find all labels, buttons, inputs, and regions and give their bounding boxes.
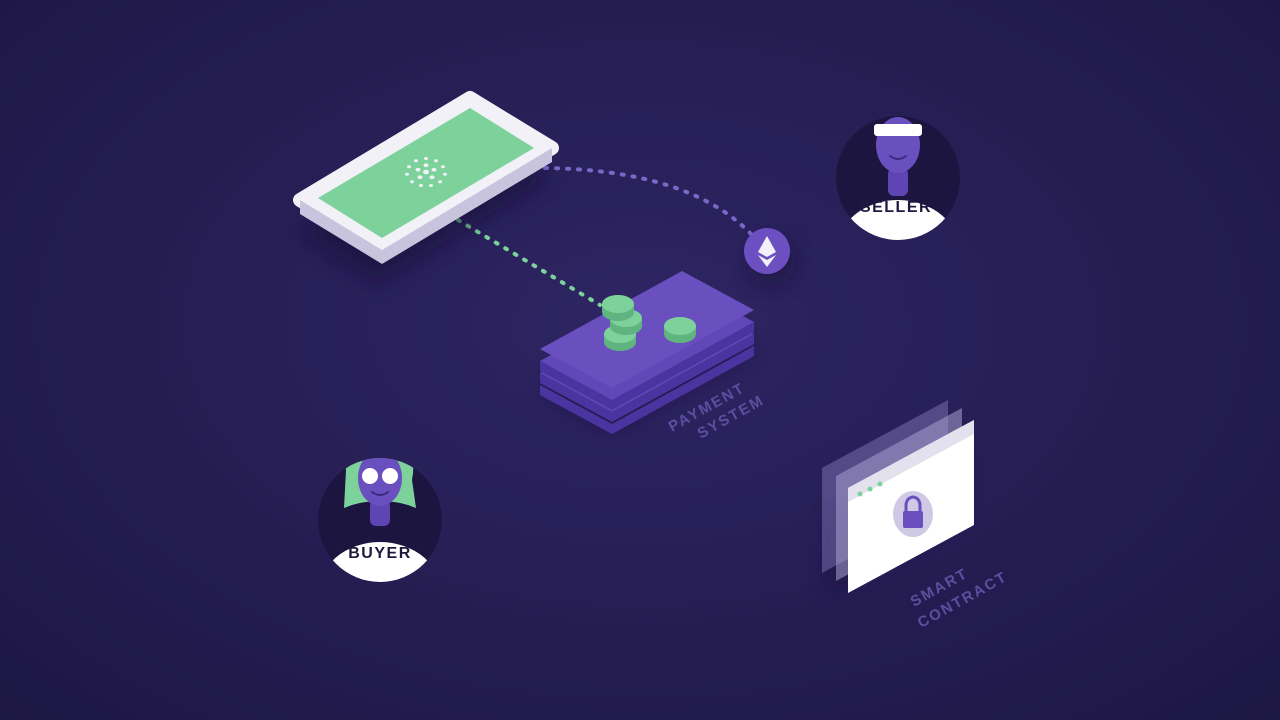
coin-single: [664, 317, 696, 343]
seller-avatar: SELLER: [836, 116, 960, 240]
ethereum-icon: [758, 236, 776, 267]
seller-label: SELLER: [860, 199, 932, 216]
lock-icon: [893, 491, 933, 537]
smart-contract-label: SMART CONTRACT: [908, 565, 1011, 632]
ethereum-token: [744, 228, 796, 286]
smart-contract-windows: [822, 400, 974, 593]
phone-device: [293, 91, 559, 282]
connector-phone-to-payment: [456, 218, 602, 307]
connector-phone-to-ethereum: [543, 166, 754, 237]
iota-logo-icon: [405, 157, 447, 187]
payment-system-stack: [540, 271, 754, 434]
coin-stack: [602, 295, 642, 351]
buyer-avatar: BUYER: [318, 458, 442, 582]
buyer-label: BUYER: [348, 545, 412, 562]
